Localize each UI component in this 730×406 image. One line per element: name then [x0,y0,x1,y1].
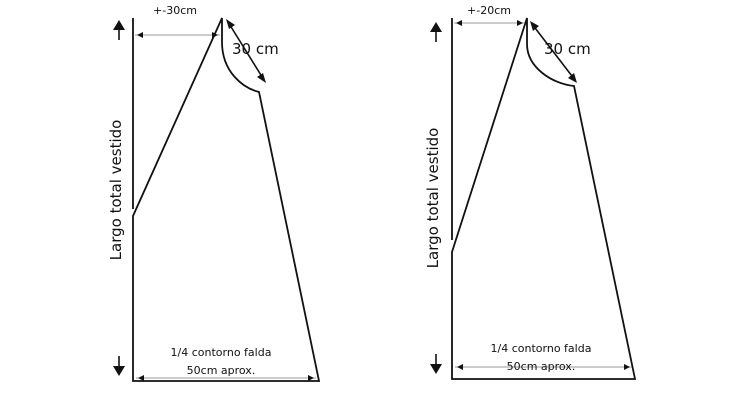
top-width-label: +-20cm [467,4,511,17]
armhole-arrow [530,21,577,83]
hem-label-line1: 1/4 contorno falda [171,346,272,359]
hem-measure [136,375,316,381]
top-width-measure [454,20,525,26]
armhole-label: 30 cm [232,40,279,58]
armhole-label: 30 cm [544,40,591,58]
pattern-left: Largo total vestido +-30cm 30 cm 1/4 con… [107,4,321,382]
length-arrow-bottom [430,354,442,374]
pattern-outline [451,17,637,380]
top-width-label: +-30cm [153,4,197,17]
length-arrow-top [430,22,442,42]
hem-measure [455,364,632,370]
pattern-outline [132,17,321,382]
hem-label-line1: 1/4 contorno falda [491,342,592,355]
length-arrow-bottom [113,356,125,376]
hem-label-line2: 50cm aprox. [507,360,576,373]
hem-label-line2: 50cm aprox. [187,364,256,377]
top-width-measure [135,32,220,38]
armhole-arrow [226,19,266,83]
length-label: Largo total vestido [424,128,442,269]
length-arrow-top [113,20,125,40]
pattern-right: Largo total vestido +-20cm 30 cm 1/4 con… [424,4,637,380]
length-label: Largo total vestido [107,120,125,261]
